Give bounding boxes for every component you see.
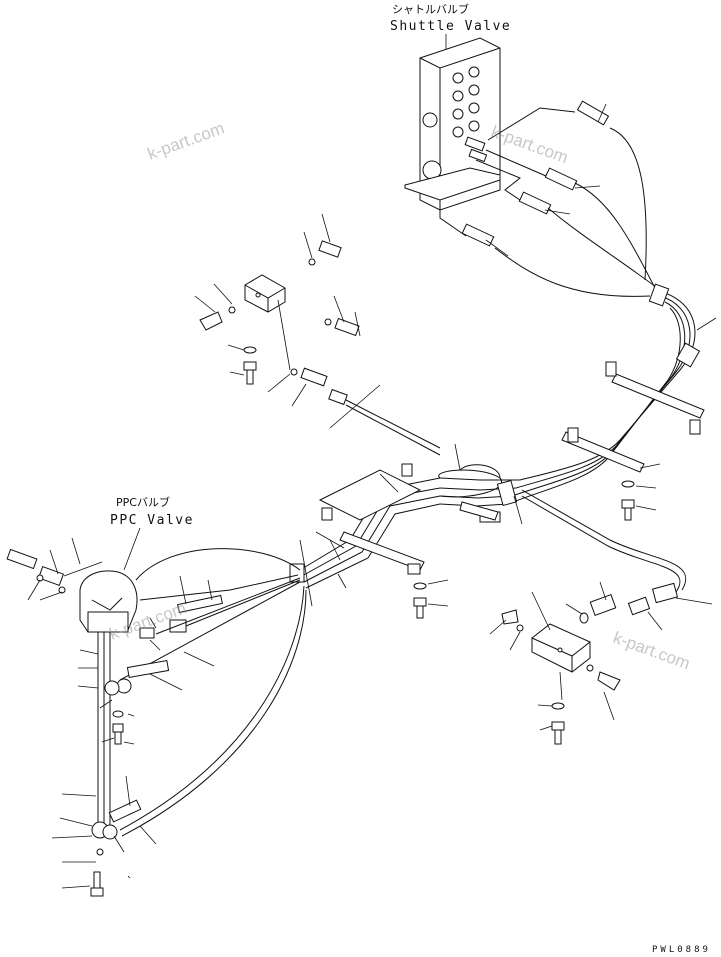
watermark-1: k-part.com [145,118,227,163]
ppc-valve-leader [123,527,141,571]
ppc-lower-tubes [51,632,183,897]
ppc-valve [79,548,307,837]
watermark-4: k-part.com [611,628,693,673]
bracket-bolts-right [413,463,661,619]
elbow-fittings-top-right [461,100,610,257]
shuttle-valve-label-en: Shuttle Valve [390,19,511,34]
lower-right-valve-block [489,489,713,745]
ppc-fittings [6,537,223,667]
shuttle-valve [404,37,501,211]
misc-leaders [299,473,399,607]
drawing-code: PWL0889 [652,945,711,955]
ppc-valve-label-en: PPC Valve [110,513,194,528]
hose-brackets [318,361,705,575]
shuttle-pipes [439,107,661,297]
ppc-valve-label-jp: PPCバルブ [116,495,170,509]
shuttle-valve-label-jp: シャトルバルブ [392,2,469,16]
upper-valve-block [194,213,461,471]
watermark-2: k-part.com [489,122,571,167]
